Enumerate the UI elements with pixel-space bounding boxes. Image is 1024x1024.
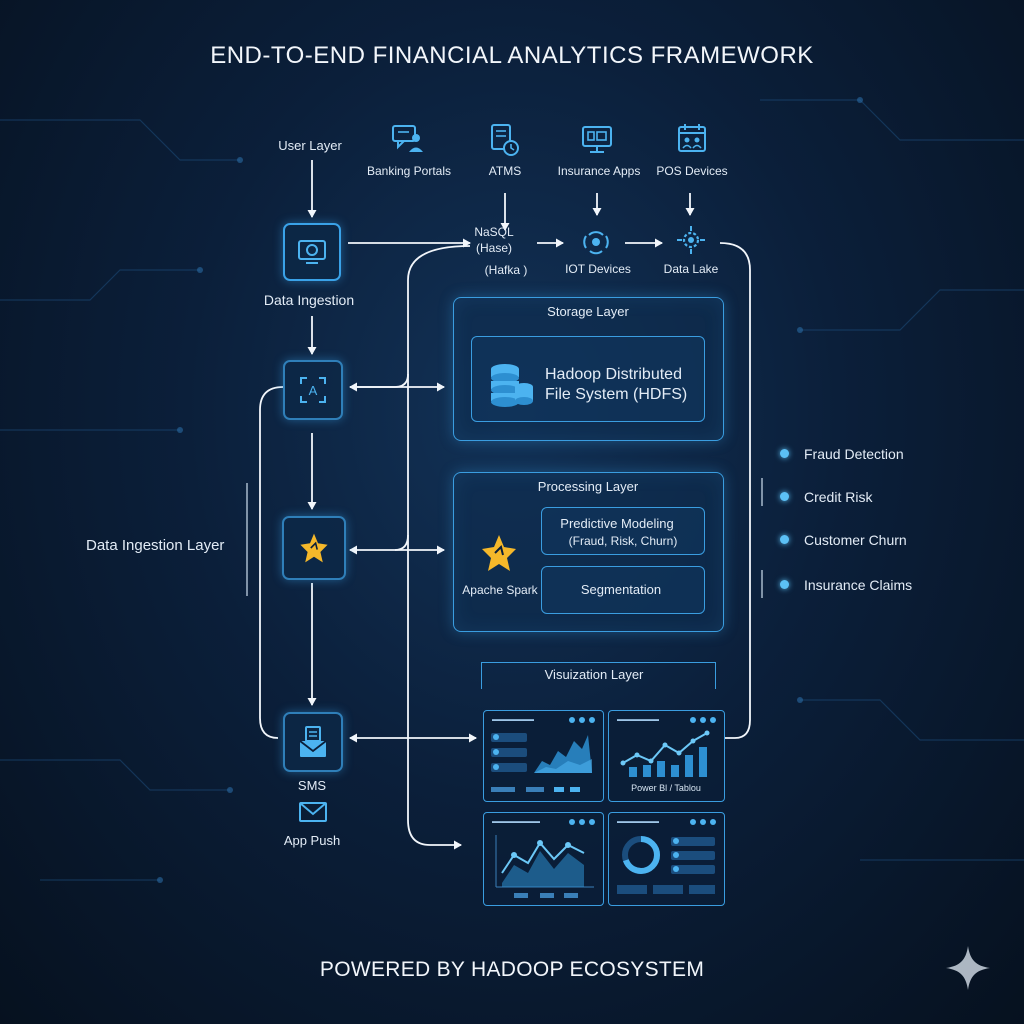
- source-insurance-apps: Insurance Apps: [557, 164, 641, 178]
- calendar-icon: [676, 122, 708, 156]
- power-bi-label: Power Bl / Tablou: [631, 783, 701, 793]
- iot-devices-label: IOT Devices: [565, 262, 631, 276]
- sparkle-icon: [944, 944, 992, 992]
- footer-text: POWERED BY HADOOP ECOSYSTEM: [319, 958, 705, 981]
- kafka-label: (Hafka ): [484, 263, 528, 277]
- dashboard-line-chart-graphic: [495, 835, 594, 898]
- envelope-icon: [298, 800, 328, 824]
- source-atms: ATMS: [488, 164, 522, 178]
- sms-label: SMS: [297, 778, 327, 793]
- dashboard-line-chart[interactable]: ▬▬▬▬▬▬▬▬: [483, 812, 604, 906]
- nosql-label: NaSQL: [474, 225, 514, 239]
- apache-spark-label: Apache Spark: [462, 583, 538, 597]
- segmentation-label: Segmentation: [580, 582, 662, 597]
- monitor-icon: [580, 124, 614, 156]
- credit-risk-bullet: [780, 492, 789, 501]
- predictive-modeling-box[interactable]: [541, 507, 705, 555]
- hdfs-line2: File System (HDFS): [545, 386, 688, 403]
- spark-node-icon: [300, 533, 328, 563]
- dashboard-area-chart[interactable]: ▬▬▬▬▬▬▬: [483, 710, 604, 802]
- message-doc-icon: [299, 726, 327, 757]
- source-pos-devices: POS Devices: [656, 164, 728, 178]
- hbase-label: (Hase): [475, 241, 513, 255]
- scanner-node[interactable]: A: [283, 360, 343, 420]
- dashboard-power-bi[interactable]: ▬▬▬▬▬▬▬ Power Bl / Tablou: [608, 710, 725, 802]
- predictive-modeling-line2: (Fraud, Risk, Churn): [568, 534, 678, 548]
- gear-network-icon: [675, 224, 707, 256]
- visualization-layer-title: Visuization Layer: [544, 667, 644, 682]
- dashboard-donut-chart-graphic: [617, 836, 715, 894]
- output-insurance-claims: Insurance Claims: [804, 577, 913, 593]
- spark-star-icon: [481, 533, 517, 573]
- document-clock-icon: [488, 122, 522, 158]
- output-fraud-detection: Fraud Detection: [804, 446, 904, 462]
- monitor-camera-icon: [298, 240, 326, 264]
- visualization-layer-header: [481, 662, 716, 689]
- processing-layer-title: Processing Layer: [537, 479, 639, 494]
- data-ingestion-layer-label: Data Ingestion Layer: [86, 537, 225, 554]
- message-node[interactable]: [283, 712, 343, 772]
- spark-node[interactable]: [282, 516, 346, 580]
- hdfs-line1: Hadoop Distributed: [545, 366, 682, 383]
- segmentation-box[interactable]: [541, 566, 705, 614]
- data-ingestion-label: Data Ingestion: [263, 292, 355, 308]
- page-title: END-TO-END FINANCIAL ANALYTICS FRAMEWORK: [210, 42, 814, 69]
- data-ingestion-node[interactable]: [283, 223, 341, 281]
- insurance-claims-bullet: [780, 580, 789, 589]
- app-push-label: App Push: [283, 833, 341, 848]
- storage-layer-title: Storage Layer: [547, 304, 629, 319]
- source-banking-portals: Banking Portals: [366, 164, 452, 178]
- output-customer-churn: Customer Churn: [804, 532, 907, 548]
- user-layer-label: User Layer: [278, 138, 342, 153]
- dashboard-power-bi-graphic: [620, 730, 710, 777]
- scan-text-icon: A: [300, 377, 326, 403]
- data-lake-label: Data Lake: [663, 262, 719, 276]
- iot-sensor-icon: [580, 226, 612, 256]
- database-icon: [488, 361, 536, 409]
- customer-churn-bullet: [780, 535, 789, 544]
- dashboard-donut-chart[interactable]: ▬▬▬▬▬▬▬: [608, 812, 725, 906]
- dashboard-area-chart-graphic: [491, 733, 592, 792]
- predictive-modeling-line1: Predictive Modeling: [560, 516, 674, 531]
- fraud-detection-bullet: [780, 449, 789, 458]
- svg-text:A: A: [309, 383, 318, 398]
- output-credit-risk: Credit Risk: [804, 489, 873, 505]
- chat-user-icon: [390, 122, 426, 156]
